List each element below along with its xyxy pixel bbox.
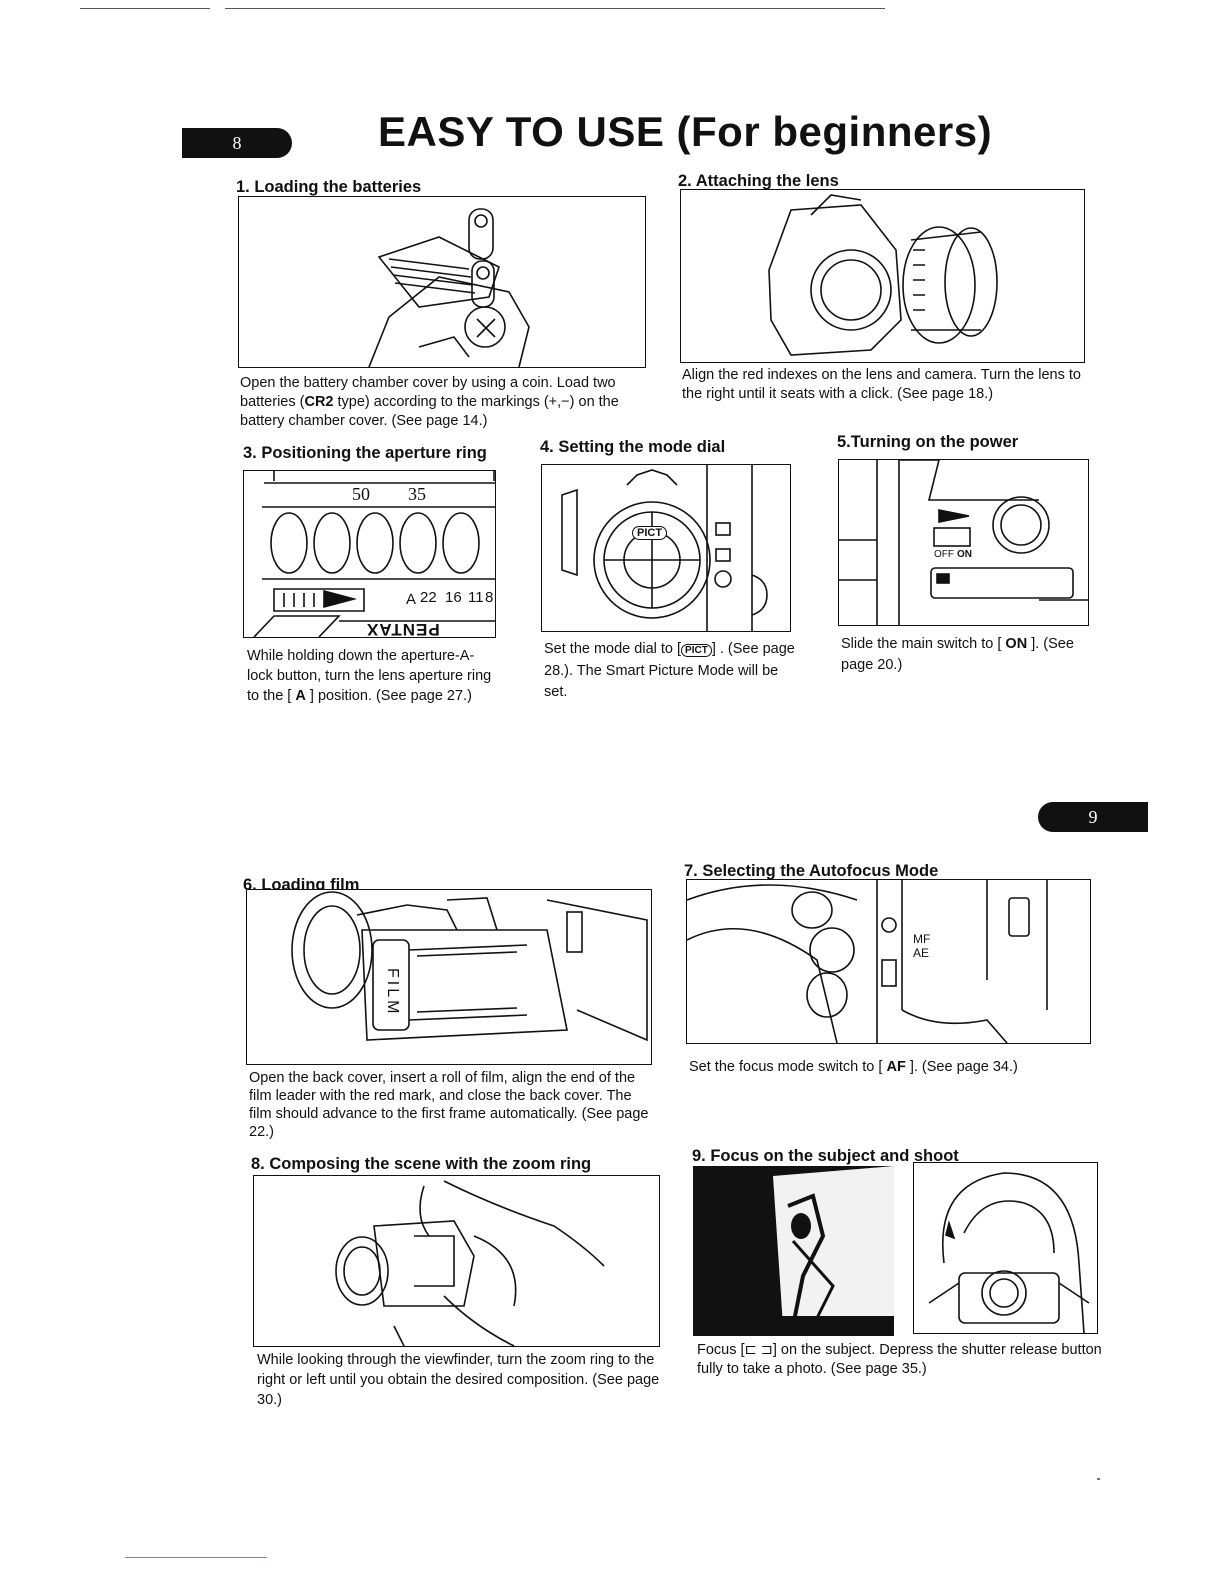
film-cartridge-label: FILM xyxy=(384,968,401,1017)
page-number: 9 xyxy=(1088,806,1098,827)
aperture-ring-illustration xyxy=(253,471,495,637)
step-1-caption: Open the battery chamber cover by using … xyxy=(240,375,619,429)
step-1-illustration xyxy=(238,196,646,368)
pict-mode-label: PICT xyxy=(632,526,668,540)
step-4-heading: 4. Setting the mode dial xyxy=(540,438,726,456)
step-9-caption: Focus [⊏ ⊐] on the subject. Depress the … xyxy=(697,1342,1102,1377)
lens-brand-logo: PENTAX xyxy=(366,620,440,638)
aperture-mark: 22 xyxy=(420,589,437,606)
viewfinder-photo xyxy=(693,1166,894,1336)
step-2-illustration xyxy=(680,189,1085,363)
aperture-mark: 16 xyxy=(445,589,462,606)
bottom-rule xyxy=(125,1557,267,1558)
step-9-shooting-illustration xyxy=(913,1162,1098,1334)
switch-label-ae: AE xyxy=(913,946,930,960)
mode-dial-illustration xyxy=(561,465,768,631)
step-7-illustration: MF AE xyxy=(686,879,1091,1044)
step-7-heading: 7. Selecting the Autofocus Mode xyxy=(684,862,939,880)
step-2-caption: Align the red indexes on the lens and ca… xyxy=(682,367,1081,402)
step-3-heading: 3. Positioning the aperture ring xyxy=(243,444,487,462)
switch-label-mf: MF xyxy=(913,932,931,946)
photographer-illustration xyxy=(335,1180,605,1346)
shooting-illustration xyxy=(928,1172,1090,1333)
step-4-illustration: PICT xyxy=(541,464,791,632)
focal-scale-mark: 35 xyxy=(408,484,426,504)
top-rule xyxy=(225,8,885,9)
step-8-caption: While looking through the viewfinder, tu… xyxy=(257,1352,660,1408)
step-8-illustration xyxy=(253,1175,660,1347)
step-3-caption: While holding down the aperture-A-lock b… xyxy=(247,648,492,704)
aperture-mark: A xyxy=(406,591,417,608)
step-1-heading: 1. Loading the batteries xyxy=(236,178,422,196)
page-title: EASY TO USE (For beginners) xyxy=(378,108,993,155)
page-number-tab: 9 xyxy=(1038,802,1148,832)
step-5-caption: Slide the main switch to [ ON ]. (See pa… xyxy=(841,636,1074,673)
step-9-heading: 9. Focus on the subject and shoot xyxy=(692,1147,959,1165)
top-rule xyxy=(80,8,210,9)
step-6-illustration: FILM xyxy=(246,889,652,1065)
step-5-heading: 5.Turning on the power xyxy=(837,433,1019,451)
power-switch-illustration xyxy=(839,460,1088,625)
step-9-viewfinder-photo xyxy=(693,1166,894,1336)
focus-switch-illustration xyxy=(687,880,1048,1043)
scan-speck xyxy=(1097,1478,1100,1480)
battery-illustration xyxy=(368,208,530,367)
lens-illustration xyxy=(768,194,998,356)
step-4-caption: Set the mode dial to [PICT] . (See page … xyxy=(544,641,795,700)
switch-label-on: ON xyxy=(957,549,972,560)
step-8-heading: 8. Composing the scene with the zoom rin… xyxy=(251,1155,592,1173)
switch-label-off: OFF xyxy=(934,549,954,560)
step-6-caption: Open the back cover, insert a roll of fi… xyxy=(249,1070,649,1140)
focal-scale-mark: 50 xyxy=(352,484,370,504)
step-7-caption: Set the focus mode switch to [ AF ]. (Se… xyxy=(689,1059,1018,1075)
film-illustration xyxy=(291,891,648,1042)
step-3-illustration: 50 35 A 22 16 11 8 PENTAX xyxy=(243,470,496,638)
step-2-heading: 2. Attaching the lens xyxy=(678,172,839,190)
aperture-mark: 8 xyxy=(485,589,494,606)
page-number-tab: 8 xyxy=(182,128,292,158)
aperture-mark: 11 xyxy=(468,589,484,606)
page-number: 8 xyxy=(232,132,242,153)
step-5-illustration: OFF ON xyxy=(838,459,1089,626)
